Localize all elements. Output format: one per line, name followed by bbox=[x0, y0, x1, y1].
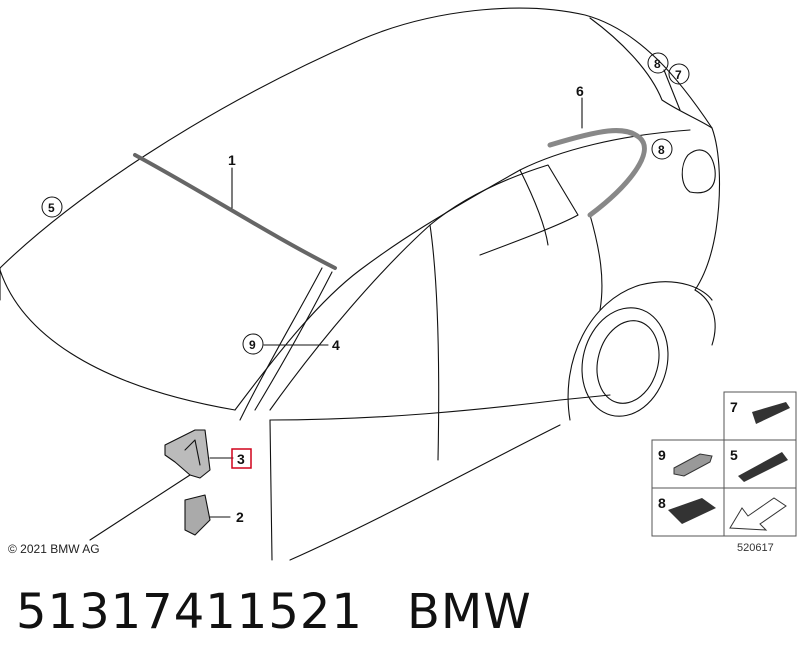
leader-3-long bbox=[89, 474, 191, 541]
callout-9: 9 bbox=[249, 338, 256, 352]
side-window-top bbox=[269, 164, 579, 411]
callout-4: 4 bbox=[332, 337, 340, 353]
tailgate-outline bbox=[694, 127, 721, 291]
legend-label-9: 9 bbox=[658, 447, 666, 463]
rear-roof-line bbox=[589, 17, 713, 129]
part-number: 51317411521 bbox=[16, 584, 363, 640]
legend-label-8: 8 bbox=[658, 495, 666, 511]
callout-8b-circle bbox=[651, 138, 673, 160]
callout-8a: 8 bbox=[654, 57, 661, 71]
callout-8a-circle bbox=[647, 52, 669, 74]
callout-3: 3 bbox=[237, 451, 245, 467]
legend-foam-pad-5 bbox=[738, 452, 788, 482]
callout-5-circle bbox=[41, 196, 63, 218]
rear-bumper bbox=[694, 289, 716, 346]
callout-9-circle bbox=[242, 333, 264, 355]
body-side-lower bbox=[269, 394, 611, 421]
figure-number: 520617 bbox=[737, 542, 774, 554]
front-door-front bbox=[269, 419, 273, 561]
tail-light bbox=[681, 149, 716, 194]
callout-2: 2 bbox=[236, 509, 244, 525]
door-line bbox=[589, 214, 603, 311]
roof-outline bbox=[0, 7, 713, 269]
leader-8-top bbox=[663, 69, 681, 111]
rocker bbox=[289, 424, 561, 561]
legend-label-7: 7 bbox=[730, 399, 738, 415]
copyright: © 2021 BMW AG bbox=[8, 542, 100, 556]
callout-8b: 8 bbox=[658, 143, 665, 157]
rear-window-trim bbox=[547, 128, 647, 218]
windshield-trim-strip bbox=[133, 153, 337, 270]
callout-6: 6 bbox=[576, 83, 584, 99]
wheel-arch bbox=[567, 281, 713, 421]
part-3-bracket-detail bbox=[184, 439, 201, 466]
a-pillar-trim-inner bbox=[254, 271, 333, 411]
callout-3-highlight bbox=[231, 448, 252, 469]
callout-7-circle bbox=[668, 63, 690, 85]
callout-1: 1 bbox=[228, 152, 236, 168]
callout-7: 7 bbox=[675, 68, 682, 82]
rear-wheel bbox=[581, 307, 669, 417]
legend-clip-9 bbox=[673, 453, 713, 477]
legend-label-5: 5 bbox=[730, 447, 738, 463]
brand-name: BMW bbox=[406, 584, 532, 640]
part-caption: 51317411521 BMW bbox=[16, 584, 532, 640]
callout-5: 5 bbox=[48, 201, 55, 215]
part-3-bracket bbox=[164, 429, 211, 479]
a-pillar-trim-outer bbox=[239, 267, 323, 421]
rear-wheel-inner bbox=[596, 320, 660, 404]
legend-arrow-icon bbox=[729, 497, 787, 531]
b-pillar bbox=[429, 224, 440, 461]
legend-foam-pad-7 bbox=[752, 402, 790, 424]
rear-side-window bbox=[519, 169, 549, 246]
legend-foam-block-8 bbox=[668, 498, 716, 524]
legend-cell-arrow bbox=[723, 487, 797, 537]
a-pillar-body bbox=[234, 129, 691, 411]
part-2-cover bbox=[184, 494, 211, 536]
windshield-bottom-edge bbox=[0, 269, 236, 411]
